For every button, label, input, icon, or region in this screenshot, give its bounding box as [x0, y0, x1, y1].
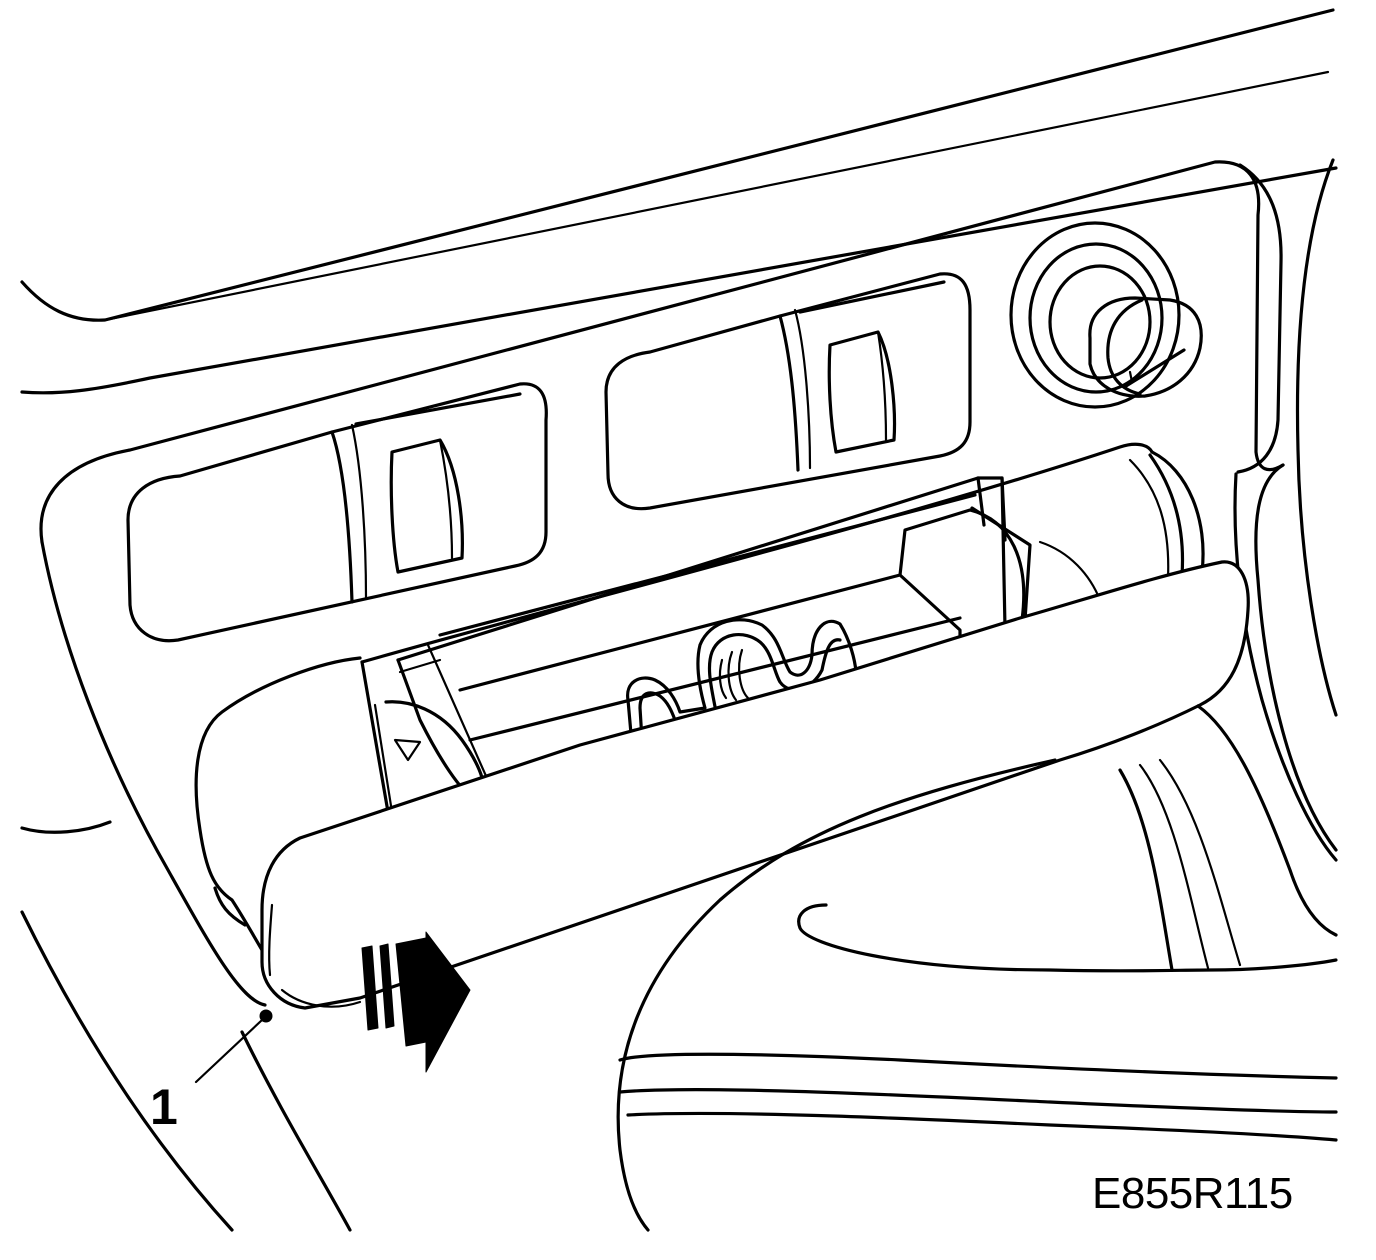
right-side-trim — [1233, 158, 1338, 862]
left-switch — [126, 382, 548, 643]
lower-console — [616, 704, 1338, 1232]
direction-arrow-icon — [361, 931, 471, 1073]
figure-code-label: E855R115 — [1092, 1169, 1293, 1218]
dashboard-trim — [20, 8, 1338, 395]
cigarette-lighter-icon — [1009, 221, 1203, 409]
console-panel — [20, 160, 1285, 1232]
callout-number-label: 1 — [150, 1079, 178, 1135]
callout-leader — [194, 1009, 273, 1084]
ashtray-cover — [194, 560, 1250, 1010]
right-switch — [604, 272, 972, 511]
